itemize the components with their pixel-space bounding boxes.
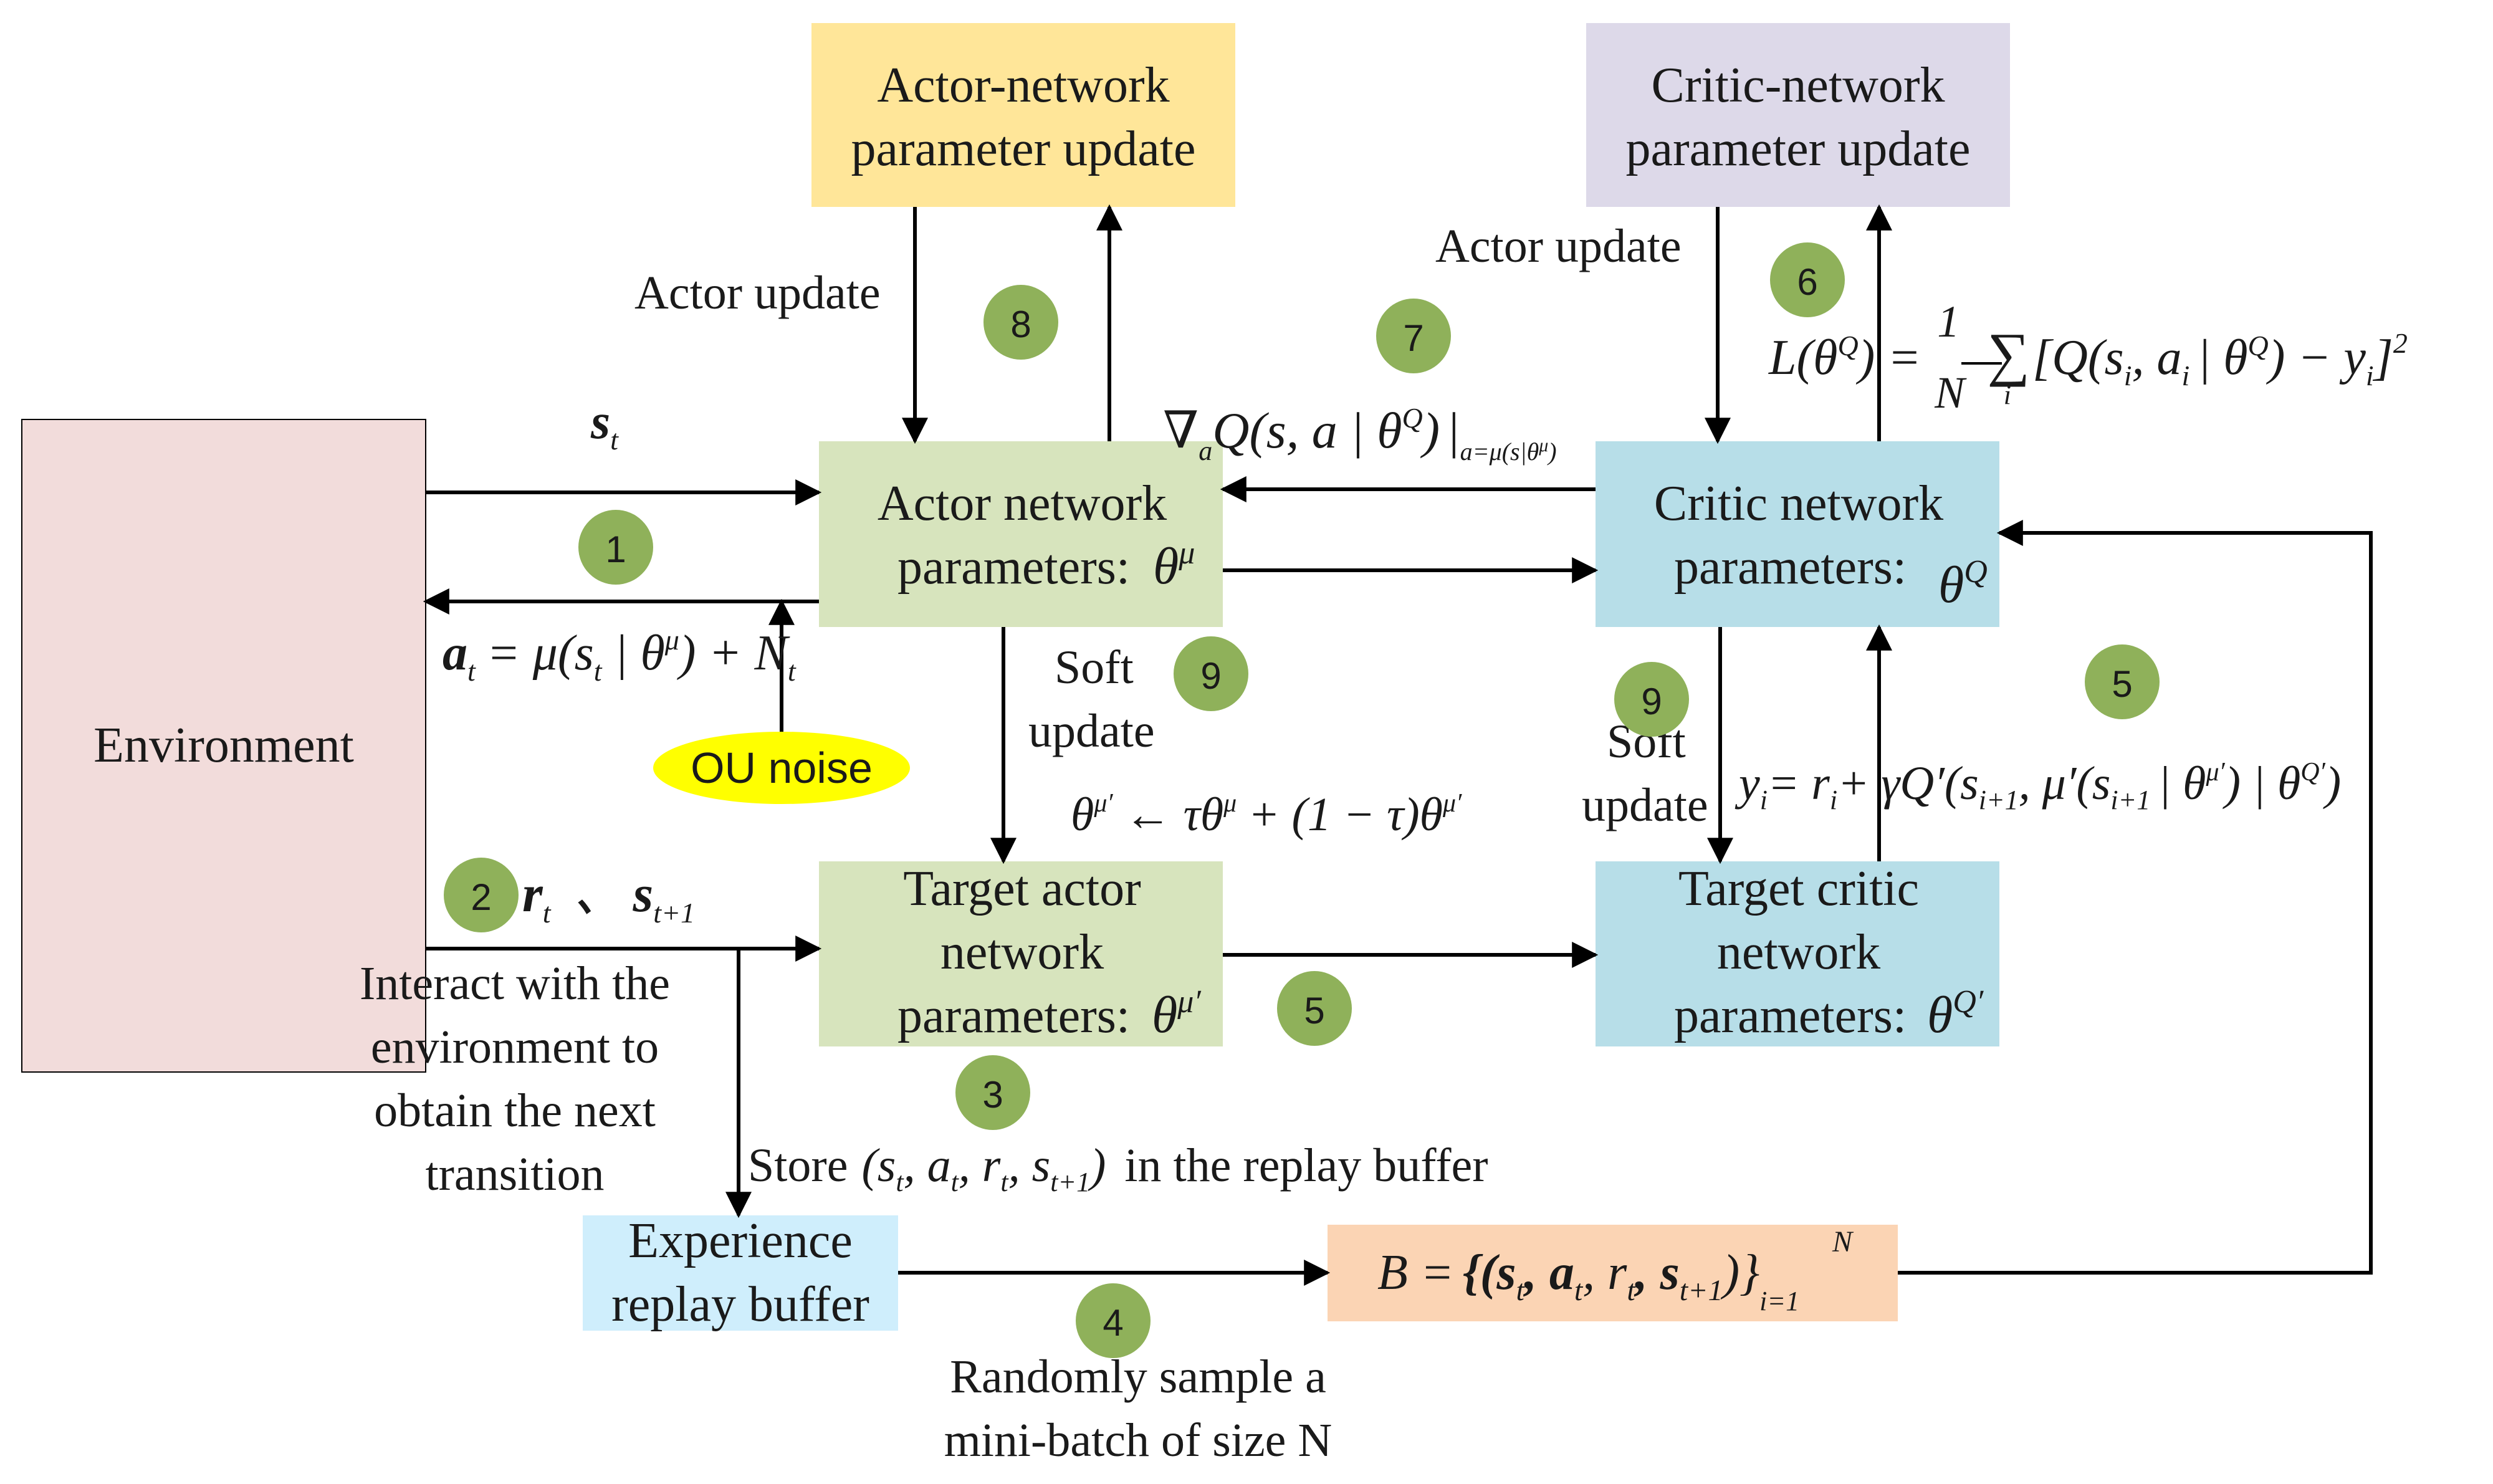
soft-update-right-2: update [1582, 779, 1708, 831]
step-circle: 3 [955, 1055, 1030, 1130]
interact-text-3: obtain the next [374, 1084, 656, 1137]
step-circle: 9 [1174, 636, 1248, 711]
target-y-formula: yi= ri+ γQ′(si+1, μ′(si+1| θμ′) | θQ′) [1735, 757, 2341, 815]
target-critic-theta: θQ′ [1927, 984, 1984, 1044]
target-actor-theta: θμ′ [1152, 984, 1202, 1044]
step-number: 9 [1641, 681, 1662, 722]
critic-gradient-formula: ∇aQ(s, a | θQ)|a=μ(s|θμ) [1163, 402, 1557, 466]
store-text: Store(st, at, rt, st+1)in the replay buf… [748, 1139, 1488, 1197]
step-circle: 5 [1277, 971, 1352, 1046]
step-number: 2 [471, 876, 491, 918]
replay-buffer-box [583, 1215, 898, 1331]
step-circle: 8 [983, 285, 1058, 360]
actor-update-box [811, 23, 1235, 207]
target-critic-box [1596, 861, 1999, 1046]
arrow-batch-to-critic [1898, 520, 2373, 1275]
step-circle: 4 [1076, 1283, 1151, 1358]
target-actor-label-2: network [940, 925, 1104, 980]
target-critic-label-3: parameters: [1674, 989, 1907, 1043]
minibatch-sup: N [1832, 1225, 1854, 1258]
interact-text-4: transition [425, 1148, 604, 1200]
actor-network-box [819, 441, 1223, 627]
step-circle: 2 [444, 858, 519, 932]
actor-update-text-left: Actor update [634, 267, 881, 319]
ou-noise-ellipse [653, 732, 910, 804]
critic-update-label-2: parameter update [1625, 122, 1970, 176]
soft-update-left-2: update [1028, 705, 1155, 757]
step-number: 7 [1403, 317, 1424, 359]
action-formula: at= μ(st | θμ) + Nt [443, 624, 797, 687]
actor-network-label-2: parameters: [897, 540, 1130, 595]
critic-update-box [1586, 23, 2010, 207]
critic-network-label-1: Critic network [1654, 476, 1943, 531]
step-circle: 6 [1770, 242, 1845, 317]
state-label: st [590, 395, 619, 456]
step-number: 3 [982, 1074, 1003, 1116]
critic-update-label-1: Critic-network [1652, 58, 1945, 113]
step-number: 5 [1304, 990, 1324, 1032]
step-circle: 1 [578, 510, 653, 585]
target-critic-label-1: Target critic [1678, 861, 1919, 916]
interact-text-2: environment to [371, 1021, 659, 1073]
target-actor-label-1: Target actor [903, 861, 1141, 916]
critic-network-label-2: parameters: [1674, 540, 1907, 595]
environment-label: Environment [93, 718, 354, 773]
step-number: 5 [2112, 663, 2132, 705]
target-critic-label-2: network [1717, 925, 1880, 980]
actor-network-theta: θμ [1153, 535, 1195, 595]
actor-update-text-right: Actor update [1435, 220, 1682, 272]
step-number: 8 [1010, 304, 1031, 345]
critic-network-box [1596, 441, 1999, 627]
step-circle: 5 [2085, 644, 2160, 719]
step-number: 6 [1797, 261, 1817, 303]
actor-update-label-2: parameter update [851, 122, 1195, 176]
step-number: 9 [1200, 655, 1221, 697]
environment-box [21, 419, 426, 1073]
sample-text-2: mini-batch of size N [944, 1414, 1333, 1467]
target-actor-label-3: parameters: [897, 989, 1130, 1043]
critic-network-theta: θQ [1938, 554, 1988, 614]
actor-update-label-1: Actor-network [877, 58, 1169, 113]
sample-text-1: Randomly sample a [950, 1351, 1326, 1403]
step-circle: 9 [1614, 662, 1689, 737]
ou-noise-label: OU noise [691, 744, 873, 792]
interact-text-1: Interact with the [360, 957, 670, 1010]
minibatch-box [1328, 1225, 1898, 1321]
replay-buffer-label-2: replay buffer [611, 1277, 869, 1332]
step-number: 1 [605, 529, 626, 570]
minibatch-formula: B ={(st, at, rt, st+1)}i=1 [1377, 1245, 1799, 1316]
soft-update-formula: θμ′← τθμ+ (1 − τ)θμ′ [1071, 788, 1462, 841]
reward-next-state: rt、st+1 [522, 865, 695, 929]
step-circle: 7 [1376, 299, 1451, 373]
step-number: 4 [1103, 1302, 1123, 1344]
replay-buffer-label-1: Experience [628, 1214, 853, 1268]
actor-network-label-1: Actor network [878, 476, 1167, 531]
target-actor-box [819, 861, 1223, 1046]
soft-update-left-1: Soft [1055, 641, 1134, 694]
